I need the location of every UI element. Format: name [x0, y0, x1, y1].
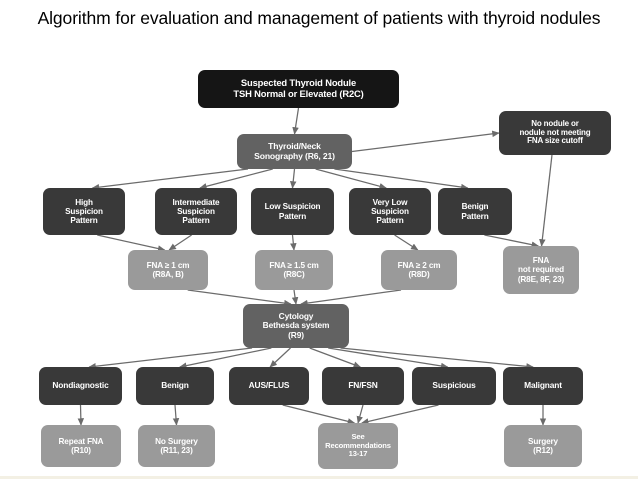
- edge-suspicious-to-see_recs: [361, 404, 439, 425]
- edge-inter_susp-to-fna_1cm: [168, 234, 192, 251]
- edge-benign_cyt-to-no_surgery: [172, 404, 180, 426]
- edge-cytology-to-nondiagnostic: [88, 347, 253, 370]
- node-fna_1cm[interactable]: FNA ≥ 1 cm (R8A, B): [128, 250, 208, 290]
- edge-high_susp-to-fna_1cm: [97, 234, 166, 252]
- edge-cytology-to-benign_cyt: [179, 347, 272, 369]
- node-suspicious[interactable]: Suspicious: [412, 367, 496, 405]
- edge-no_nodule-to-fna_not_req: [539, 154, 553, 247]
- edge-cytology-to-aus_flus: [269, 347, 291, 368]
- edge-fna_2cm-to-cytology: [300, 289, 402, 307]
- node-aus_flus[interactable]: AUS/FLUS: [229, 367, 309, 405]
- node-benign_cyt[interactable]: Benign: [136, 367, 214, 405]
- page-title: Algorithm for evaluation and management …: [37, 8, 601, 28]
- edge-sonography-to-high_susp: [91, 168, 249, 191]
- node-repeat_fna[interactable]: Repeat FNA (R10): [41, 425, 121, 467]
- edge-cytology-to-fn_fsn: [309, 347, 362, 368]
- flowchart-edges: [77, 107, 553, 426]
- edge-cytology-to-malignant: [340, 347, 534, 370]
- node-surgery[interactable]: Surgery (R12): [504, 425, 582, 467]
- node-see_recs[interactable]: See Recommendations 13-17: [318, 423, 398, 469]
- node-nondiagnostic[interactable]: Nondiagnostic: [39, 367, 122, 405]
- edge-sonography-to-very_low_susp: [315, 168, 387, 190]
- edge-sonography-to-no_nodule: [351, 130, 500, 153]
- node-high_susp[interactable]: High Suspicion Pattern: [43, 188, 125, 235]
- node-inter_susp[interactable]: Intermediate Suspicion Pattern: [155, 188, 237, 235]
- node-fna_15cm[interactable]: FNA ≥ 1.5 cm (R8C): [255, 250, 333, 290]
- node-sonography[interactable]: Thyroid/Neck Sonography (R6, 21): [237, 134, 352, 169]
- edge-benign_pattern-to-fna_not_req: [484, 234, 540, 248]
- edge-low_susp-to-fna_15cm: [290, 234, 297, 251]
- node-very_low_susp[interactable]: Very Low Suspicion Pattern: [349, 188, 431, 235]
- edge-fna_15cm-to-cytology: [291, 289, 299, 305]
- node-cytology[interactable]: Cytology Bethesda system (R9): [243, 304, 349, 348]
- node-malignant[interactable]: Malignant: [503, 367, 583, 405]
- node-no_surgery[interactable]: No Surgery (R11, 23): [138, 425, 215, 467]
- edge-cytology-to-suspicious: [328, 347, 449, 370]
- edge-aus_flus-to-see_recs: [282, 404, 356, 425]
- flowchart-canvas: Suspected Thyroid Nodule TSH Normal or E…: [0, 58, 638, 476]
- node-fna_2cm[interactable]: FNA ≥ 2 cm (R8D): [381, 250, 457, 290]
- node-fna_not_req[interactable]: FNA not required (R8E, 8F, 23): [503, 246, 579, 294]
- node-suspected[interactable]: Suspected Thyroid Nodule TSH Normal or E…: [198, 70, 399, 108]
- node-low_susp[interactable]: Low Suspicion Pattern: [251, 188, 334, 235]
- edge-sonography-to-inter_susp: [199, 168, 273, 190]
- edge-fna_1cm-to-cytology: [187, 289, 292, 307]
- edge-fn_fsn-to-see_recs: [356, 404, 364, 424]
- edge-group: [77, 107, 553, 426]
- edge-sonography-to-low_susp: [289, 168, 297, 189]
- edge-nondiagnostic-to-repeat_fna: [77, 404, 85, 426]
- edge-very_low_susp-to-fna_2cm: [394, 234, 419, 251]
- edge-sonography-to-benign_pattern: [334, 168, 469, 191]
- node-no_nodule[interactable]: No nodule or nodule not meeting FNA size…: [499, 111, 611, 155]
- node-fn_fsn[interactable]: FN/FSN: [322, 367, 404, 405]
- edge-suspected-to-sonography: [292, 107, 300, 135]
- node-benign_pattern[interactable]: Benign Pattern: [438, 188, 512, 235]
